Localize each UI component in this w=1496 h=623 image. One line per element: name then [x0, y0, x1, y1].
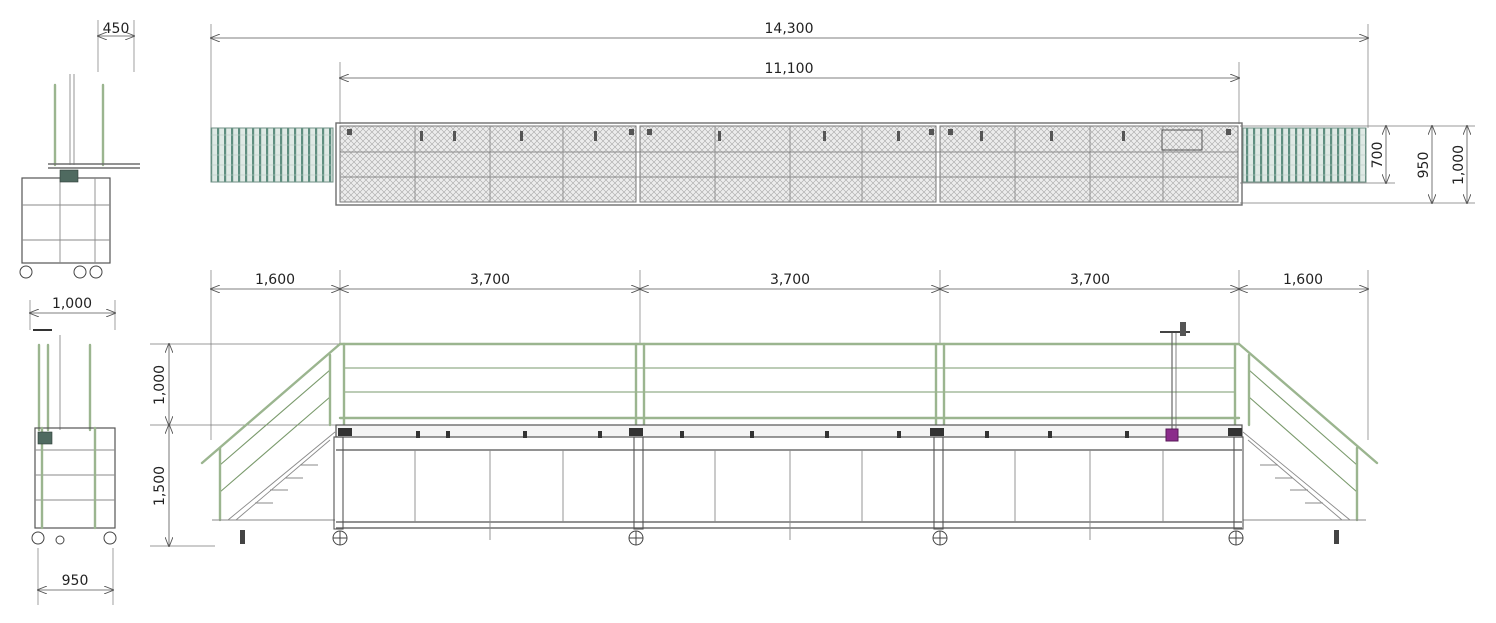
elevation-casters: [240, 530, 1339, 546]
dim-stair-left: 1,600: [255, 272, 295, 288]
deck-panel-1: [339, 125, 637, 203]
dim-total-length: 14,300: [765, 21, 814, 37]
platform-handrail: [338, 342, 1241, 427]
dim-side-mid-width: 1,000: [52, 296, 92, 312]
elevation-view: [150, 270, 1379, 546]
left-stair-handrail: [200, 342, 342, 522]
plan-view: [210, 24, 1475, 206]
dim-top-depth-1000: 1,000: [1451, 145, 1467, 185]
deck-panel-2: [639, 125, 937, 203]
hoist-mast: [1160, 322, 1190, 442]
dim-top-depth-950: 950: [1416, 152, 1432, 179]
dim-span-2: 3,700: [770, 272, 810, 288]
hoist-unit-plan: [1161, 129, 1203, 151]
side-view-bottom: [30, 300, 117, 605]
dimension-labels: 14,300 11,100 1,600 3,700 3,700 3,700 1,…: [52, 21, 1467, 589]
dim-span-3: 3,700: [1070, 272, 1110, 288]
right-stair-stringer: [1242, 431, 1366, 521]
side-view-top: [19, 20, 140, 279]
left-stair-grating: [210, 127, 334, 183]
right-stair-handrail: [1237, 342, 1379, 522]
dim-side-bottom-width: 950: [62, 573, 89, 589]
dim-span-1: 3,700: [470, 272, 510, 288]
right-stair-grating: [1242, 127, 1367, 183]
dim-top-depth-700: 700: [1370, 142, 1386, 169]
dim-stair-right: 1,600: [1283, 272, 1323, 288]
hoist-motor-icon: [1165, 428, 1179, 442]
platform-frame: [333, 424, 1244, 540]
dim-side-top-width: 450: [103, 21, 130, 37]
left-stair-stringer: [212, 431, 336, 521]
dim-deck-height: 1,500: [152, 466, 168, 506]
dim-platform-length: 11,100: [765, 61, 814, 77]
dim-rail-height: 1,000: [152, 365, 168, 405]
